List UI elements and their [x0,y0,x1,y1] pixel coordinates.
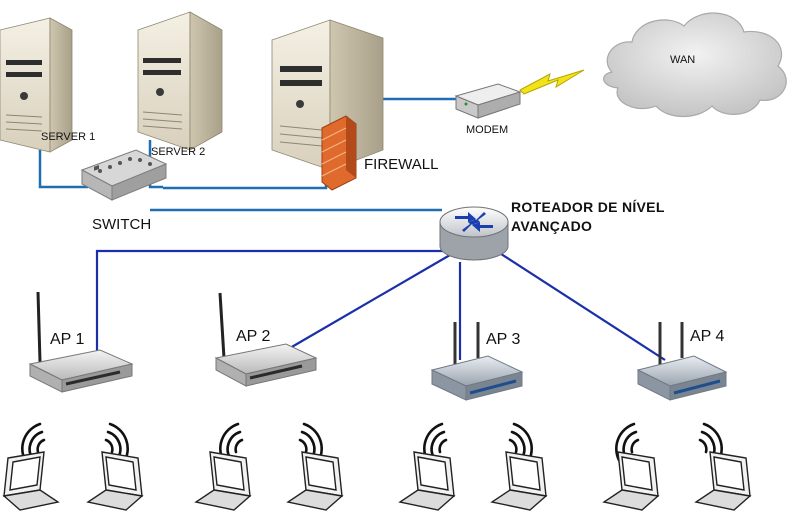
link-router-ap2 [289,254,451,349]
firewall-icon [321,115,357,191]
link-server1-switch [38,150,88,189]
laptop-icon [398,451,456,511]
ap4-icon [636,322,728,401]
ap4-label: AP 4 [690,328,725,345]
ap2-icon [214,292,318,387]
laptop-icon [194,451,252,511]
laptop-icon [86,451,144,511]
router-label-line2: AVANÇADO [511,218,593,234]
modem-icon [454,83,522,119]
server1-label: SERVER 1 [41,131,96,143]
ap2-label: AP 2 [236,328,271,345]
laptop-icon [694,451,752,511]
link-server2-switch [148,140,163,189]
server2-label: SERVER 2 [151,146,206,158]
ap1-icon [28,291,134,393]
laptop-icon [490,451,548,511]
wan-label: WAN [670,54,696,66]
link-router-ap4 [497,251,666,361]
ap3-label: AP 3 [486,331,521,348]
wan-cloud-icon [603,12,787,117]
router-label-line1: ROTEADOR DE NÍVEL [511,199,665,215]
ap3-icon [430,322,524,401]
link-firewall-switch [163,172,328,190]
laptop-icon [602,451,660,511]
laptops [2,451,752,511]
router-ap-links [95,249,666,361]
link-router-ap1 [95,249,445,355]
laptop-icon [2,451,60,511]
laptop-icon [286,451,344,511]
router-icon [439,206,509,261]
server1-icon [0,17,73,153]
switch-label: SWITCH [92,216,152,233]
firewall-label: FIREWALL [364,156,439,173]
switch-icon [80,149,168,201]
server2-icon [137,11,223,151]
ap1-label: AP 1 [50,331,85,348]
lightning-icon [519,69,585,95]
modem-label: MODEM [466,124,509,136]
